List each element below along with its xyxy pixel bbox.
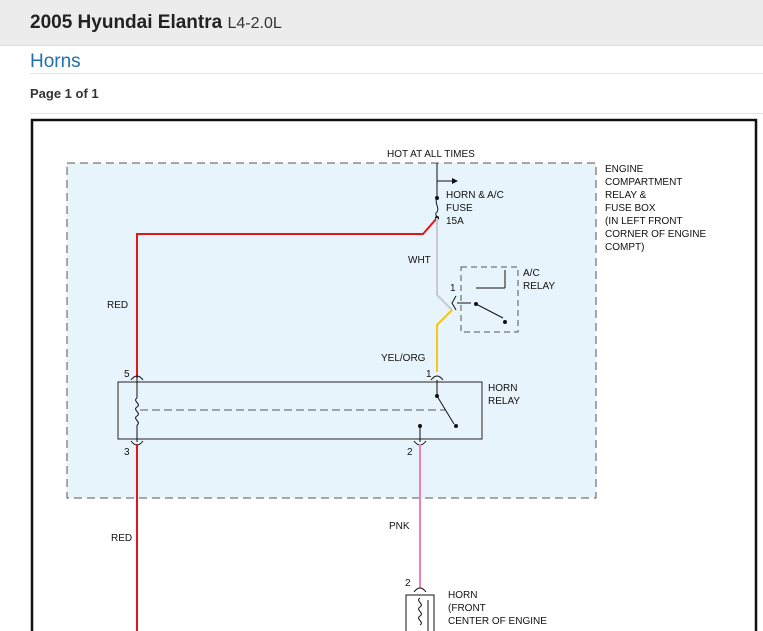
horn-body: [405, 594, 435, 631]
yellow-wire-label: YEL/ORG: [381, 353, 426, 364]
pink-wire-label: PNK: [389, 521, 410, 532]
page-indicator: Page 1 of 1: [30, 86, 99, 101]
horn-relay-pin-5: 5: [124, 369, 130, 380]
horn-coil: [418, 597, 422, 626]
horn-connector: [413, 587, 427, 593]
horn-relay-connector-1: [430, 375, 444, 381]
ac-relay-box: [460, 266, 519, 333]
box-label-line-1: ENGINE: [605, 164, 644, 175]
vehicle-title: 2005 Hyundai Elantra L4-2.0L: [30, 12, 282, 34]
horn-relay-contact-dot-2: [454, 424, 458, 428]
horn-relay-coil: [135, 397, 139, 426]
horn-relay-switch-arm: [436, 395, 455, 425]
ac-relay-contact-dot-2: [503, 320, 507, 324]
box-label-line-4: FUSE BOX: [605, 203, 656, 214]
top-header-bar: 2005 Hyundai Elantra L4-2.0L: [0, 0, 763, 46]
fuse-label-2: FUSE: [446, 203, 473, 214]
red-wire-upper: [136, 217, 438, 378]
box-label-line-6: CORNER OF ENGINE: [605, 229, 706, 240]
ac-relay-pin: 1: [450, 283, 456, 294]
ac-relay-connector: [451, 295, 457, 311]
fuse-symbol: [435, 197, 439, 218]
power-arrow-head: [452, 178, 458, 184]
red-wire-upper-label: RED: [107, 300, 128, 311]
red-wire-lower-label: RED: [111, 533, 132, 544]
fuse-label-1: HORN & A/C: [446, 190, 504, 201]
horn-relay-pin-3: 3: [124, 447, 130, 458]
box-label-line-7: COMPT): [605, 242, 644, 253]
ac-relay-label-1: A/C: [523, 268, 540, 279]
title-divider: [30, 73, 763, 74]
horn-relay-pin-2: 2: [407, 447, 413, 458]
horn-relay-connector-5: [130, 375, 144, 381]
ac-relay-switch-arm: [475, 303, 504, 319]
section-title-link[interactable]: Horns: [30, 51, 81, 72]
white-wire: [436, 218, 453, 311]
white-wire-label: WHT: [408, 255, 431, 266]
horn-label-1: HORN: [448, 590, 477, 601]
horn-label-3: CENTER OF ENGINE: [448, 616, 547, 627]
ac-relay-label-2: RELAY: [523, 281, 555, 292]
box-label-line-3: RELAY &: [605, 190, 647, 201]
vehicle-name: 2005 Hyundai Elantra: [30, 12, 223, 33]
page-divider: [30, 113, 763, 114]
horn-relay-pin-1: 1: [426, 369, 432, 380]
engine-spec: L4-2.0L: [227, 15, 282, 32]
horn-relay-label-2: RELAY: [488, 396, 520, 407]
engine-compartment-box: [66, 162, 597, 499]
power-label: HOT AT ALL TIMES: [387, 149, 475, 160]
box-label-line-5: (IN LEFT FRONT: [605, 216, 683, 227]
horn-pin: 2: [405, 578, 411, 589]
yellow-wire: [436, 309, 453, 372]
box-label-line-2: COMPARTMENT: [605, 177, 682, 188]
horn-label-2: (FRONT: [448, 603, 486, 614]
fuse-rating: 15A: [446, 216, 464, 227]
horn-relay-label-1: HORN: [488, 383, 517, 394]
